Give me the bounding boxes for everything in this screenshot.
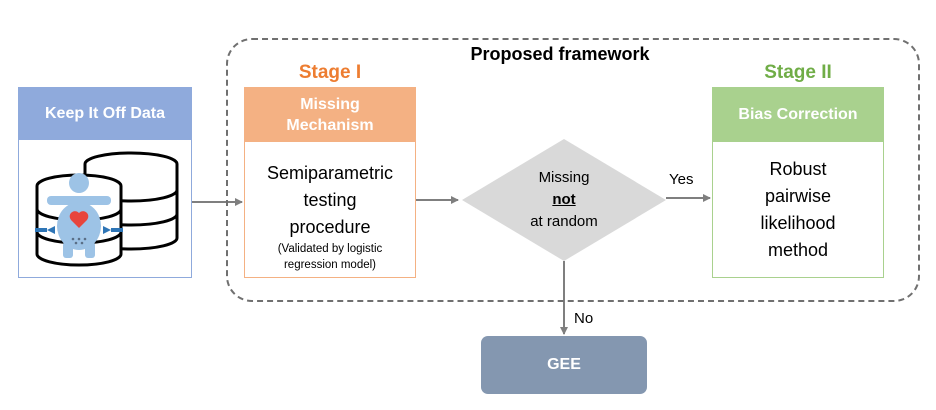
database-person-icon xyxy=(35,151,179,267)
stage2-body-line: method xyxy=(767,240,829,260)
decision-line2: not xyxy=(552,191,576,208)
stage1-body-line: procedure xyxy=(289,217,371,237)
gee-box: GEE xyxy=(481,336,647,394)
stage2-body-line: likelihood xyxy=(760,213,836,233)
stage2-label: Stage II xyxy=(764,62,832,83)
decision-diamond xyxy=(462,139,666,261)
stage2-body-line: Robust xyxy=(769,159,827,179)
stage2-body-line: pairwise xyxy=(764,186,832,206)
stage1-header-line2: Mechanism xyxy=(286,117,374,134)
decision-line3: at random xyxy=(530,213,598,230)
yes-label: Yes xyxy=(669,171,694,188)
stage1-body-line: testing xyxy=(303,190,357,210)
data-source-label: Keep It Off Data xyxy=(19,88,191,140)
stage1-header: Missing Mechanism xyxy=(245,88,415,142)
stage1-note-line1: (Validated by logistic xyxy=(277,243,383,255)
framework-title: Proposed framework xyxy=(470,44,650,64)
stage1-header-line1: Missing xyxy=(300,96,360,113)
data-source-box: Keep It Off Data xyxy=(18,87,192,278)
stage1-note: (Validated by logistic regression model) xyxy=(245,241,415,273)
decision-label: Missing not at random xyxy=(484,167,644,233)
stage1-body: Semiparametric testing procedure xyxy=(245,160,415,241)
stage2-body: Robust pairwise likelihood method xyxy=(713,156,883,264)
stage1-label: Stage I xyxy=(298,62,362,83)
stage1-body-line: Semiparametric xyxy=(266,163,394,183)
stage2-box: Bias Correction Robust pairwise likeliho… xyxy=(712,87,884,278)
framework-border xyxy=(226,38,920,302)
no-label: No xyxy=(574,310,594,327)
stage1-note-line2: regression model) xyxy=(283,259,377,271)
stage1-box: Missing Mechanism Semiparametric testing… xyxy=(244,87,416,278)
decision-line1: Missing xyxy=(538,169,590,186)
stage2-header: Bias Correction xyxy=(713,88,883,142)
